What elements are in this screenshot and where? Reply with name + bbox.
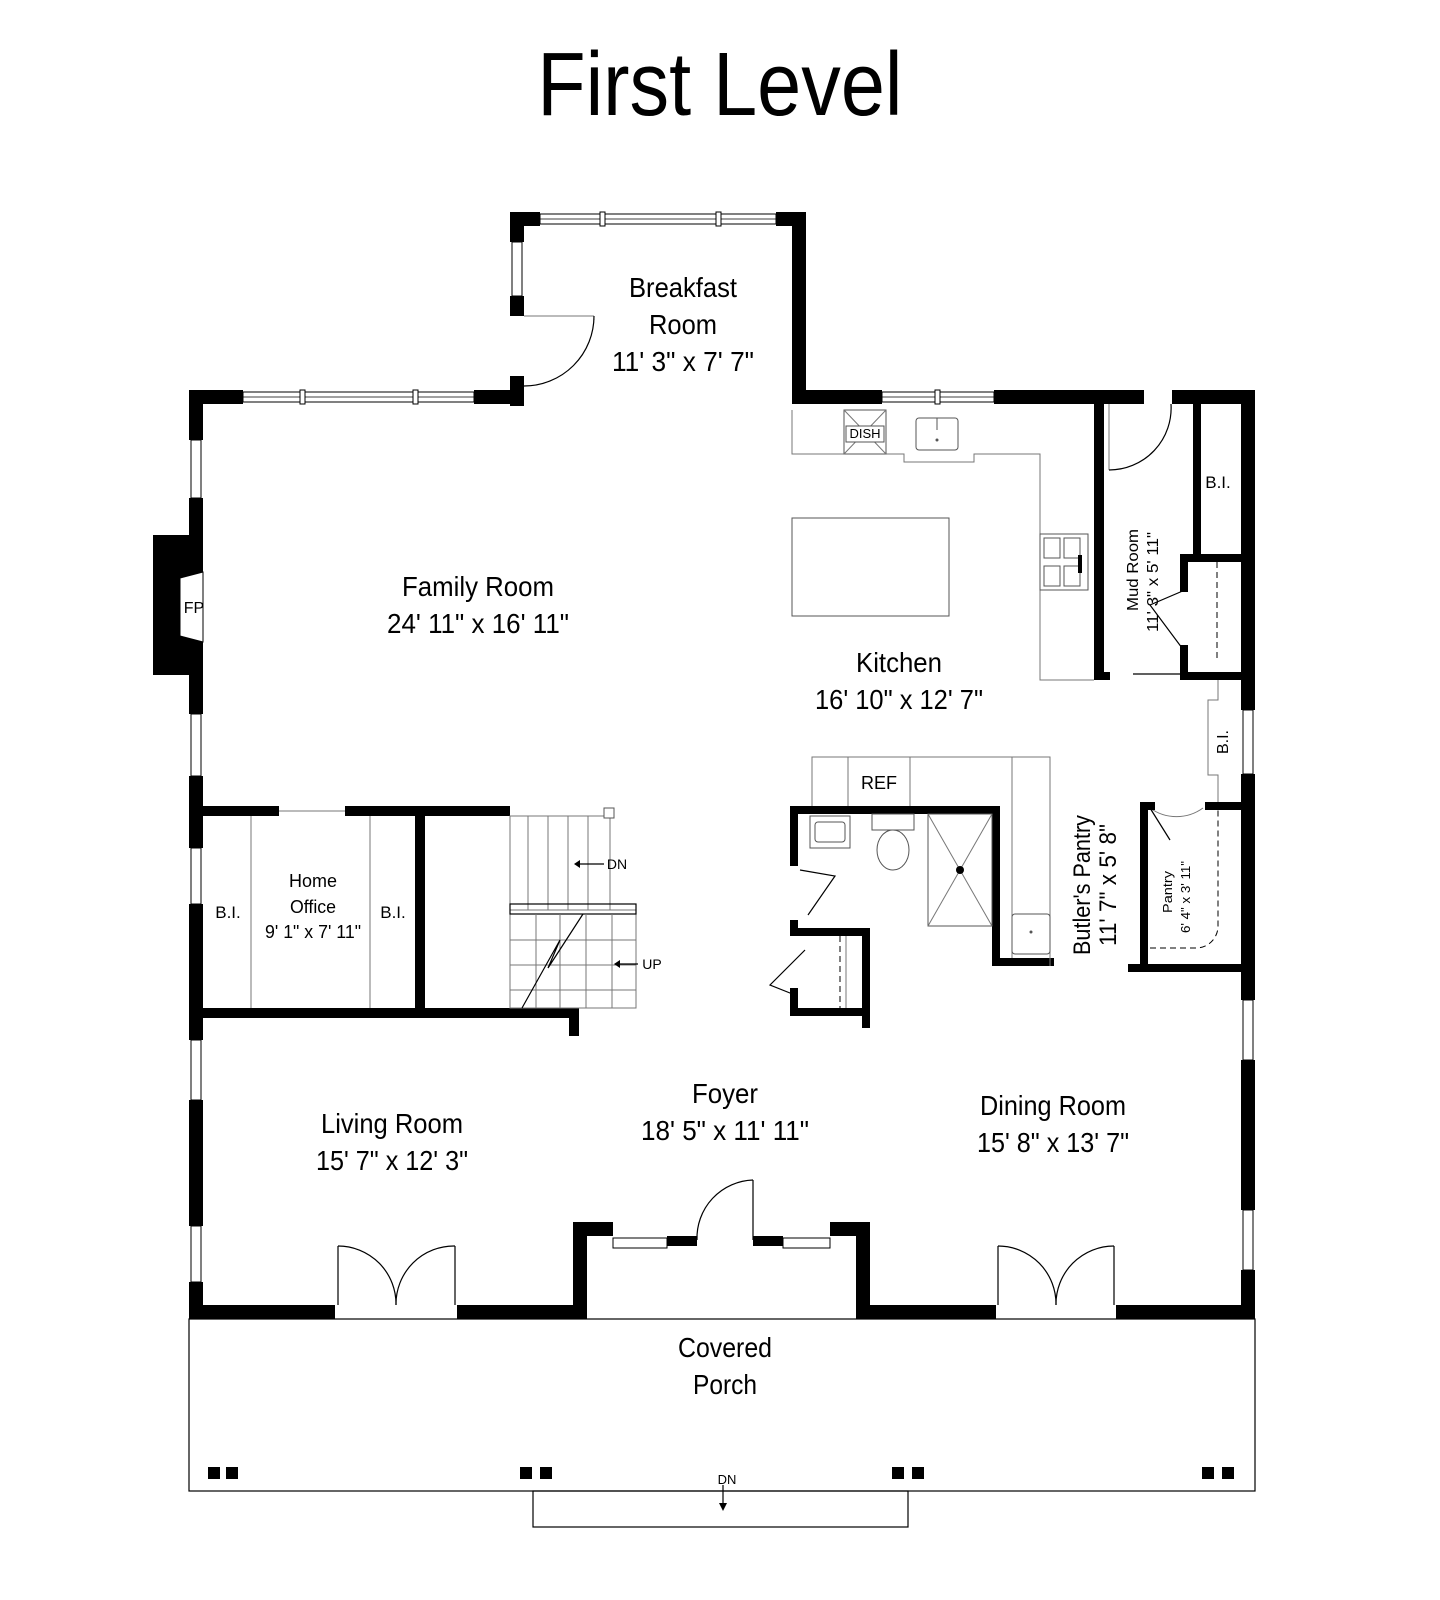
kitchen-name: Kitchen xyxy=(856,647,942,678)
exterior-walls xyxy=(153,212,1255,1319)
plan-title: First Level xyxy=(537,33,902,134)
kitchen-fixtures xyxy=(791,409,1094,966)
builtin-label-office-left: B.I. xyxy=(215,903,241,922)
dining-room-dims: 15' 8" x 13' 7" xyxy=(977,1127,1129,1158)
dining-room-name: Dining Room xyxy=(980,1090,1126,1121)
foyer-dims: 18' 5" x 11' 11" xyxy=(641,1115,809,1146)
breakfast-room-label: Breakfast Room 11' 3" x 7' 7" xyxy=(612,272,754,377)
builtin-label-office-right: B.I. xyxy=(380,903,406,922)
mud-room-name: Mud Room xyxy=(1125,529,1142,611)
butlers-pantry-name: Butler's Pantry xyxy=(1069,815,1096,955)
builtin-label-mudroom: B.I. xyxy=(1205,473,1231,492)
family-room-dims: 24' 11" x 16' 11" xyxy=(387,608,569,639)
room-labels: Breakfast Room 11' 3" x 7' 7" Family Roo… xyxy=(265,272,1193,1400)
covered-porch xyxy=(188,1318,1256,1528)
pantry-dims: 6' 4" x 3' 11" xyxy=(1178,861,1193,933)
dishwasher-label: DISH xyxy=(849,426,880,441)
family-room-name: Family Room xyxy=(402,571,554,602)
home-office-name-1: Home xyxy=(289,871,337,891)
foyer-name: Foyer xyxy=(692,1078,758,1109)
covered-porch-name-2: Porch xyxy=(693,1369,757,1400)
pantry-name: Pantry xyxy=(1160,870,1175,913)
butlers-pantry-dims: 11' 7" x 5' 8" xyxy=(1095,824,1122,946)
living-room-name: Living Room xyxy=(321,1108,463,1139)
interior-walls xyxy=(189,404,1255,1036)
doors xyxy=(337,315,1204,1306)
living-room-dims: 15' 7" x 12' 3" xyxy=(316,1145,468,1176)
stairs-up-label: UP xyxy=(642,956,661,972)
windows xyxy=(190,211,1254,1283)
builtin-label-butlers-pantry: B.I. xyxy=(1215,730,1232,754)
breakfast-room-dims: 11' 3" x 7' 7" xyxy=(612,346,754,377)
staircase xyxy=(509,807,638,1009)
breakfast-room-name-1: Breakfast xyxy=(629,272,737,303)
refrigerator-label: REF xyxy=(861,773,897,793)
breakfast-room-name-2: Room xyxy=(649,309,717,340)
stairs-down-label: DN xyxy=(607,856,627,872)
home-office-dims: 9' 1" x 7' 11" xyxy=(265,922,361,942)
kitchen-dims: 16' 10" x 12' 7" xyxy=(815,684,983,715)
home-office-name-2: Office xyxy=(290,897,336,917)
fixture-labels: FP DISH REF B.I. B.I. B.I. B.I. DN UP DN xyxy=(184,426,1232,1487)
porch-steps-down-label: DN xyxy=(718,1472,737,1487)
mud-room-dims: 11' 3" x 5' 11" xyxy=(1145,532,1162,632)
fireplace-label: FP xyxy=(184,600,204,617)
covered-porch-name-1: Covered xyxy=(678,1332,772,1363)
